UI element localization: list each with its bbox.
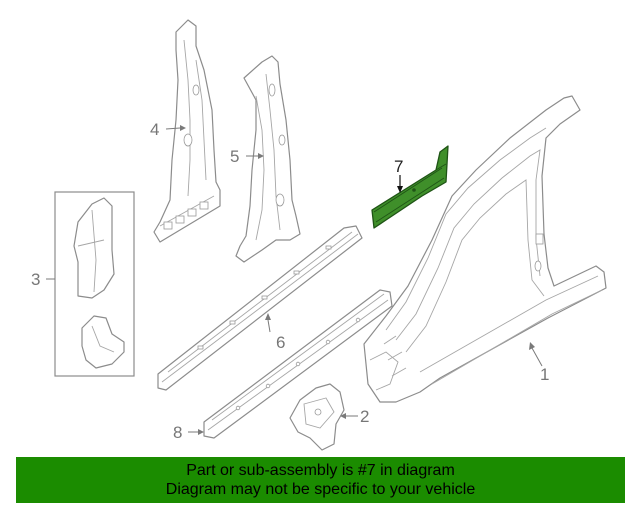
callout-3: 3 (31, 270, 40, 289)
part-7-highlighted[interactable] (371, 145, 449, 229)
part-3-group[interactable] (54, 191, 135, 377)
callout-4: 4 (150, 120, 159, 139)
callout-leaders (46, 125, 543, 435)
info-banner: Part or sub-assembly is #7 in diagram Di… (16, 457, 625, 503)
callout-6: 6 (276, 333, 285, 352)
part-5-pillar[interactable] (235, 55, 301, 263)
callout-5: 5 (230, 147, 239, 166)
callout-2: 2 (360, 407, 369, 426)
part-1-body-side[interactable] (363, 95, 607, 403)
parts-diagram: 4 5 3 6 1 2 8 7 (31, 19, 607, 451)
banner-line-1: Part or sub-assembly is #7 in diagram (186, 462, 455, 479)
callout-7: 7 (394, 157, 403, 176)
callout-1: 1 (540, 365, 549, 384)
part-8-sill[interactable] (203, 289, 393, 439)
part-2-bracket[interactable] (289, 383, 345, 451)
callout-8: 8 (173, 423, 182, 442)
part-6-sill[interactable] (157, 225, 363, 391)
banner-line-2: Diagram may not be specific to your vehi… (165, 481, 476, 498)
part-4-pillar[interactable] (153, 19, 221, 243)
